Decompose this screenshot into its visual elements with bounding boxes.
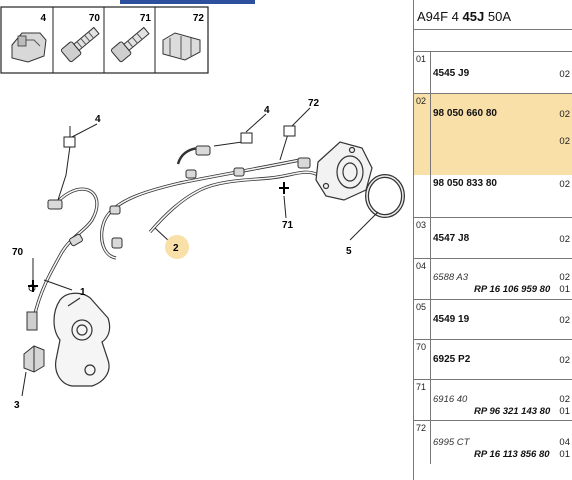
part-number: 4549 19	[433, 314, 470, 325]
quantity-secondary: 01	[559, 449, 570, 460]
quantity: 02	[559, 109, 570, 120]
callout-4-left[interactable]: 4	[95, 114, 101, 125]
row-index: 70	[414, 340, 431, 379]
part-number: 6588 A3	[433, 272, 469, 283]
parts-list-panel: A94F 4 45J 50A 01 4545 J9 02 02 98 050 6…	[413, 0, 572, 480]
part-number: 6916 40	[433, 394, 468, 405]
quantity: 02	[559, 394, 570, 405]
bolt-icon	[110, 26, 150, 63]
clip-icon	[11, 32, 47, 63]
callout-boxes	[63, 125, 296, 148]
row-index: 02	[414, 94, 431, 175]
ref-suffix: 50A	[487, 9, 512, 24]
part-row[interactable]: 03 4547 J8 02	[414, 218, 572, 259]
quantity-secondary: 01	[559, 406, 570, 417]
quantity: 04	[559, 437, 570, 448]
bolt-thumbnail-71[interactable]: 71	[110, 13, 152, 63]
part-number: 6995 CT	[433, 437, 470, 448]
quantity: 02	[559, 272, 570, 283]
callout-2[interactable]: 2	[173, 243, 179, 254]
part-row[interactable]: 72 6995 CT RP 16 113 856 80 04 01	[414, 421, 572, 464]
clip-thumbnail-72[interactable]: 72	[162, 13, 205, 61]
replacement-part: RP 16 113 856 80	[474, 449, 550, 460]
part-row[interactable]: 71 6916 40 RP 96 321 143 80 02 01	[414, 380, 572, 421]
quantity: 02	[559, 234, 570, 245]
part-number: 6925 P2	[433, 354, 471, 365]
part-number: 4547 J8	[433, 233, 470, 244]
selected-callout-marker[interactable]	[165, 235, 189, 259]
callout-5[interactable]: 5	[346, 246, 352, 257]
row-index: 72	[414, 421, 431, 464]
cable-connectors	[47, 145, 311, 249]
quantity: 02	[559, 315, 570, 326]
thumbnail-label-4: 4	[40, 13, 46, 24]
row-index: 03	[414, 218, 431, 258]
quantity-secondary: 01	[559, 284, 570, 295]
replacement-part: RP 96 321 143 80	[474, 406, 551, 417]
ref-prefix: A94F 4	[417, 9, 459, 24]
row-index	[414, 175, 431, 217]
bolt-markers	[28, 182, 289, 292]
row-index: 04	[414, 259, 431, 299]
quantity: 02	[559, 355, 570, 366]
part-row-selected[interactable]: 02 98 050 660 80 02 02	[414, 94, 572, 175]
part-row[interactable]: 98 050 833 80 02	[414, 175, 572, 218]
bolt-thumbnail-70[interactable]: 70	[60, 13, 102, 63]
callout-71[interactable]: 71	[282, 220, 294, 231]
row-index: 71	[414, 380, 431, 420]
abs-tone-ring	[365, 174, 405, 218]
thumbnail-label-70: 70	[89, 13, 101, 24]
thumbnail-label-72: 72	[193, 13, 205, 24]
quantity: 02	[559, 69, 570, 80]
part-row[interactable]: 01 4545 J9 02	[414, 52, 572, 94]
callout-4-right[interactable]: 4	[264, 105, 270, 116]
row-index: 05	[414, 300, 431, 339]
callout-1[interactable]: 1	[80, 287, 86, 298]
thumbnail-strip	[0, 6, 209, 74]
quantity-secondary: 02	[559, 136, 570, 147]
part-number: 98 050 833 80	[433, 178, 497, 189]
wheel-hub	[315, 141, 373, 201]
steering-knuckle	[53, 292, 111, 387]
replacement-part: RP 16 106 959 80	[474, 284, 551, 295]
part-row[interactable]: 70 6925 P2 02	[414, 340, 572, 380]
quantity: 02	[559, 179, 570, 190]
callout-70[interactable]: 70	[12, 247, 24, 258]
clip-icon	[162, 32, 201, 61]
thumbnail-label-71: 71	[140, 13, 152, 24]
sensor-cable-front	[32, 147, 319, 319]
callout-3[interactable]: 3	[14, 400, 20, 411]
panel-spacer	[414, 30, 572, 52]
part-number: 98 050 660 80	[433, 108, 497, 119]
reference-header: A94F 4 45J 50A	[414, 0, 572, 30]
part-row[interactable]: 05 4549 19 02	[414, 300, 572, 340]
leader-lines	[21, 107, 379, 397]
clip-thumbnail[interactable]: 4	[11, 13, 47, 63]
bolt-icon	[60, 26, 100, 63]
ref-bold: 45J	[462, 9, 485, 24]
callout-72[interactable]: 72	[308, 98, 320, 109]
part-number: 4545 J9	[433, 68, 470, 79]
header-band	[120, 0, 255, 4]
parts-diagram: 4 70 71 72	[0, 0, 405, 411]
clip-part	[23, 345, 45, 373]
part-row[interactable]: 04 6588 A3 RP 16 106 959 80 02 01	[414, 259, 572, 300]
row-index: 01	[414, 52, 431, 93]
